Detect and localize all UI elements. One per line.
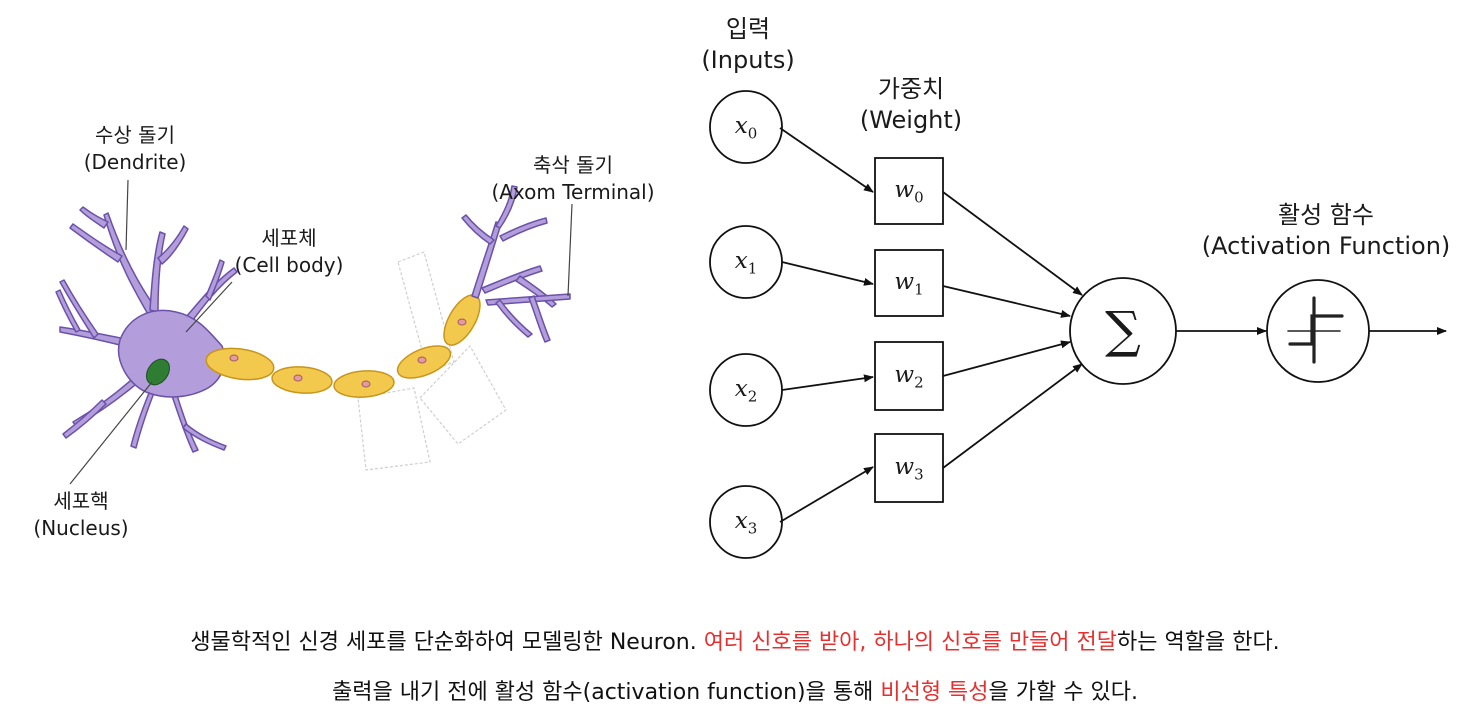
caption-line-1: 생물학적인 신경 세포를 단순화하여 모델링한 Neuron. 여러 신호를 받… (0, 628, 1470, 658)
input-x2-label: x2 (716, 376, 776, 411)
input-x3-label: x3 (716, 508, 776, 543)
caption-line-1-highlight: 여러 신호를 받아, 하나의 신호를 만들어 전달 (704, 630, 1117, 655)
inputs-label: 입력 (Inputs) (686, 14, 810, 76)
weights-label-ko: 가중치 (846, 74, 976, 105)
weight-w3-label: w3 (875, 454, 943, 489)
sum-symbol: ∑ (1083, 300, 1163, 360)
weight-w2-label: w2 (875, 362, 943, 397)
weights-label: 가중치 (Weight) (846, 74, 976, 136)
activation-function-label: 활성 함수 (Activation Function) (1188, 200, 1464, 262)
weight-w0-label: w0 (875, 177, 943, 212)
activation-label-en: (Activation Function) (1188, 231, 1464, 262)
caption-line-2-highlight: 비선형 특성 (880, 680, 988, 705)
caption-line-1-text-b: 하는 역할을 한다. (1117, 630, 1280, 655)
input-x1-label: x1 (716, 248, 776, 283)
input-x0-label: x0 (716, 113, 776, 148)
caption-line-2: 출력을 내기 전에 활성 함수(activation function)을 통해… (0, 678, 1470, 708)
inputs-label-ko: 입력 (686, 14, 810, 45)
weight-w1-label: w1 (875, 269, 943, 304)
inputs-label-en: (Inputs) (686, 45, 810, 76)
caption-line-1-text-a: 생물학적인 신경 세포를 단순화하여 모델링한 Neuron. (190, 630, 703, 655)
caption-line-2-text-b: 을 가할 수 있다. (989, 680, 1138, 705)
caption-line-2-text-a: 출력을 내기 전에 활성 함수(activation function)을 통해 (332, 680, 880, 705)
activation-label-ko: 활성 함수 (1188, 200, 1464, 231)
input-nodes (710, 91, 782, 558)
weights-label-en: (Weight) (846, 105, 976, 136)
